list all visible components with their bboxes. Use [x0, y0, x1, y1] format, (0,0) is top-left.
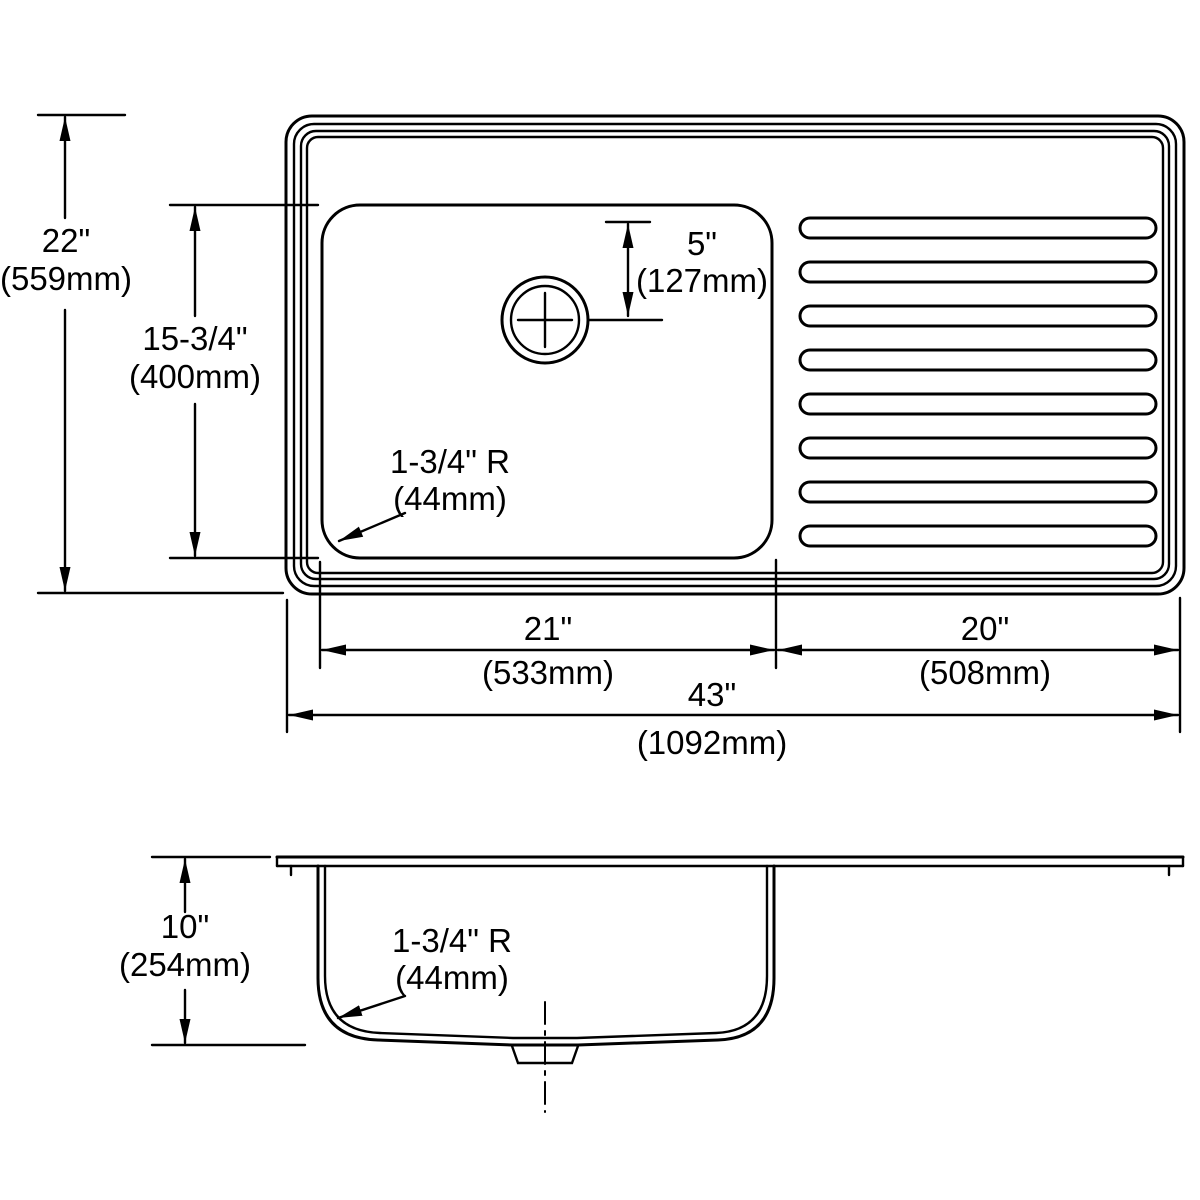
label-bowl-depth-in: 15-3/4" [142, 320, 247, 357]
label-overall-width-in: 43" [688, 676, 736, 713]
label-depth-in: 10" [161, 908, 209, 945]
label-corner-radius-top-mm: (44mm) [393, 480, 507, 517]
leader-line [337, 511, 407, 543]
label-overall-height-in: 22" [42, 222, 90, 259]
dimension-bowl-depth-15-3-4in [168, 203, 320, 560]
sink-rim-line-3 [299, 129, 1171, 581]
dimension-drain-offset-5in [604, 220, 652, 318]
label-corner-radius-side-mm: (44mm) [395, 959, 509, 996]
drain-hole-inner [509, 284, 581, 356]
callout-corner-radius-top-view [337, 511, 407, 543]
drainboard-rib [798, 260, 1158, 284]
side-view-outline [275, 855, 1185, 1113]
label-bowl-width-mm: (533mm) [482, 654, 614, 691]
sink-rim-line-2 [292, 122, 1178, 588]
drainboard-rib [798, 304, 1158, 328]
label-drainboard-width-mm: (508mm) [919, 654, 1051, 691]
label-depth-mm: (254mm) [119, 946, 251, 983]
label-drain-offset-in: 5" [687, 225, 717, 262]
sink-outer-rim [284, 114, 1186, 596]
sink-rim-line-4 [305, 135, 1165, 575]
drainboard-rib [798, 392, 1158, 416]
callout-corner-radius-side-view [336, 994, 407, 1020]
leader-line [336, 994, 407, 1020]
label-drain-offset-mm: (127mm) [636, 262, 768, 299]
drainboard-rib [798, 480, 1158, 504]
bowl-section-inner [323, 864, 769, 1040]
dimension-overall-height-22in [36, 113, 285, 595]
label-corner-radius-top-in: 1-3/4" R [390, 443, 510, 480]
label-overall-width-mm: (1092mm) [637, 724, 787, 761]
drainboard-rib [798, 348, 1158, 372]
dimension-depth-10in [150, 855, 307, 1047]
labels: 22" (559mm) 15-3/4" (400mm) 5" (127mm) 1… [0, 222, 1051, 996]
drainboard-rib [798, 524, 1158, 548]
dimension-bottom-widths [285, 558, 1182, 734]
label-bowl-depth-mm: (400mm) [129, 358, 261, 395]
label-corner-radius-side-in: 1-3/4" R [392, 922, 512, 959]
drainboard-ribs [798, 216, 1158, 548]
drainboard-rib [798, 436, 1158, 460]
label-drainboard-width-in: 20" [961, 610, 1009, 647]
sink-bowl-outline [320, 203, 774, 560]
label-overall-height-mm: (559mm) [0, 260, 132, 297]
label-bowl-width-in: 21" [524, 610, 572, 647]
top-view-sink-outline [284, 114, 1186, 596]
drainboard-rib [798, 216, 1158, 240]
